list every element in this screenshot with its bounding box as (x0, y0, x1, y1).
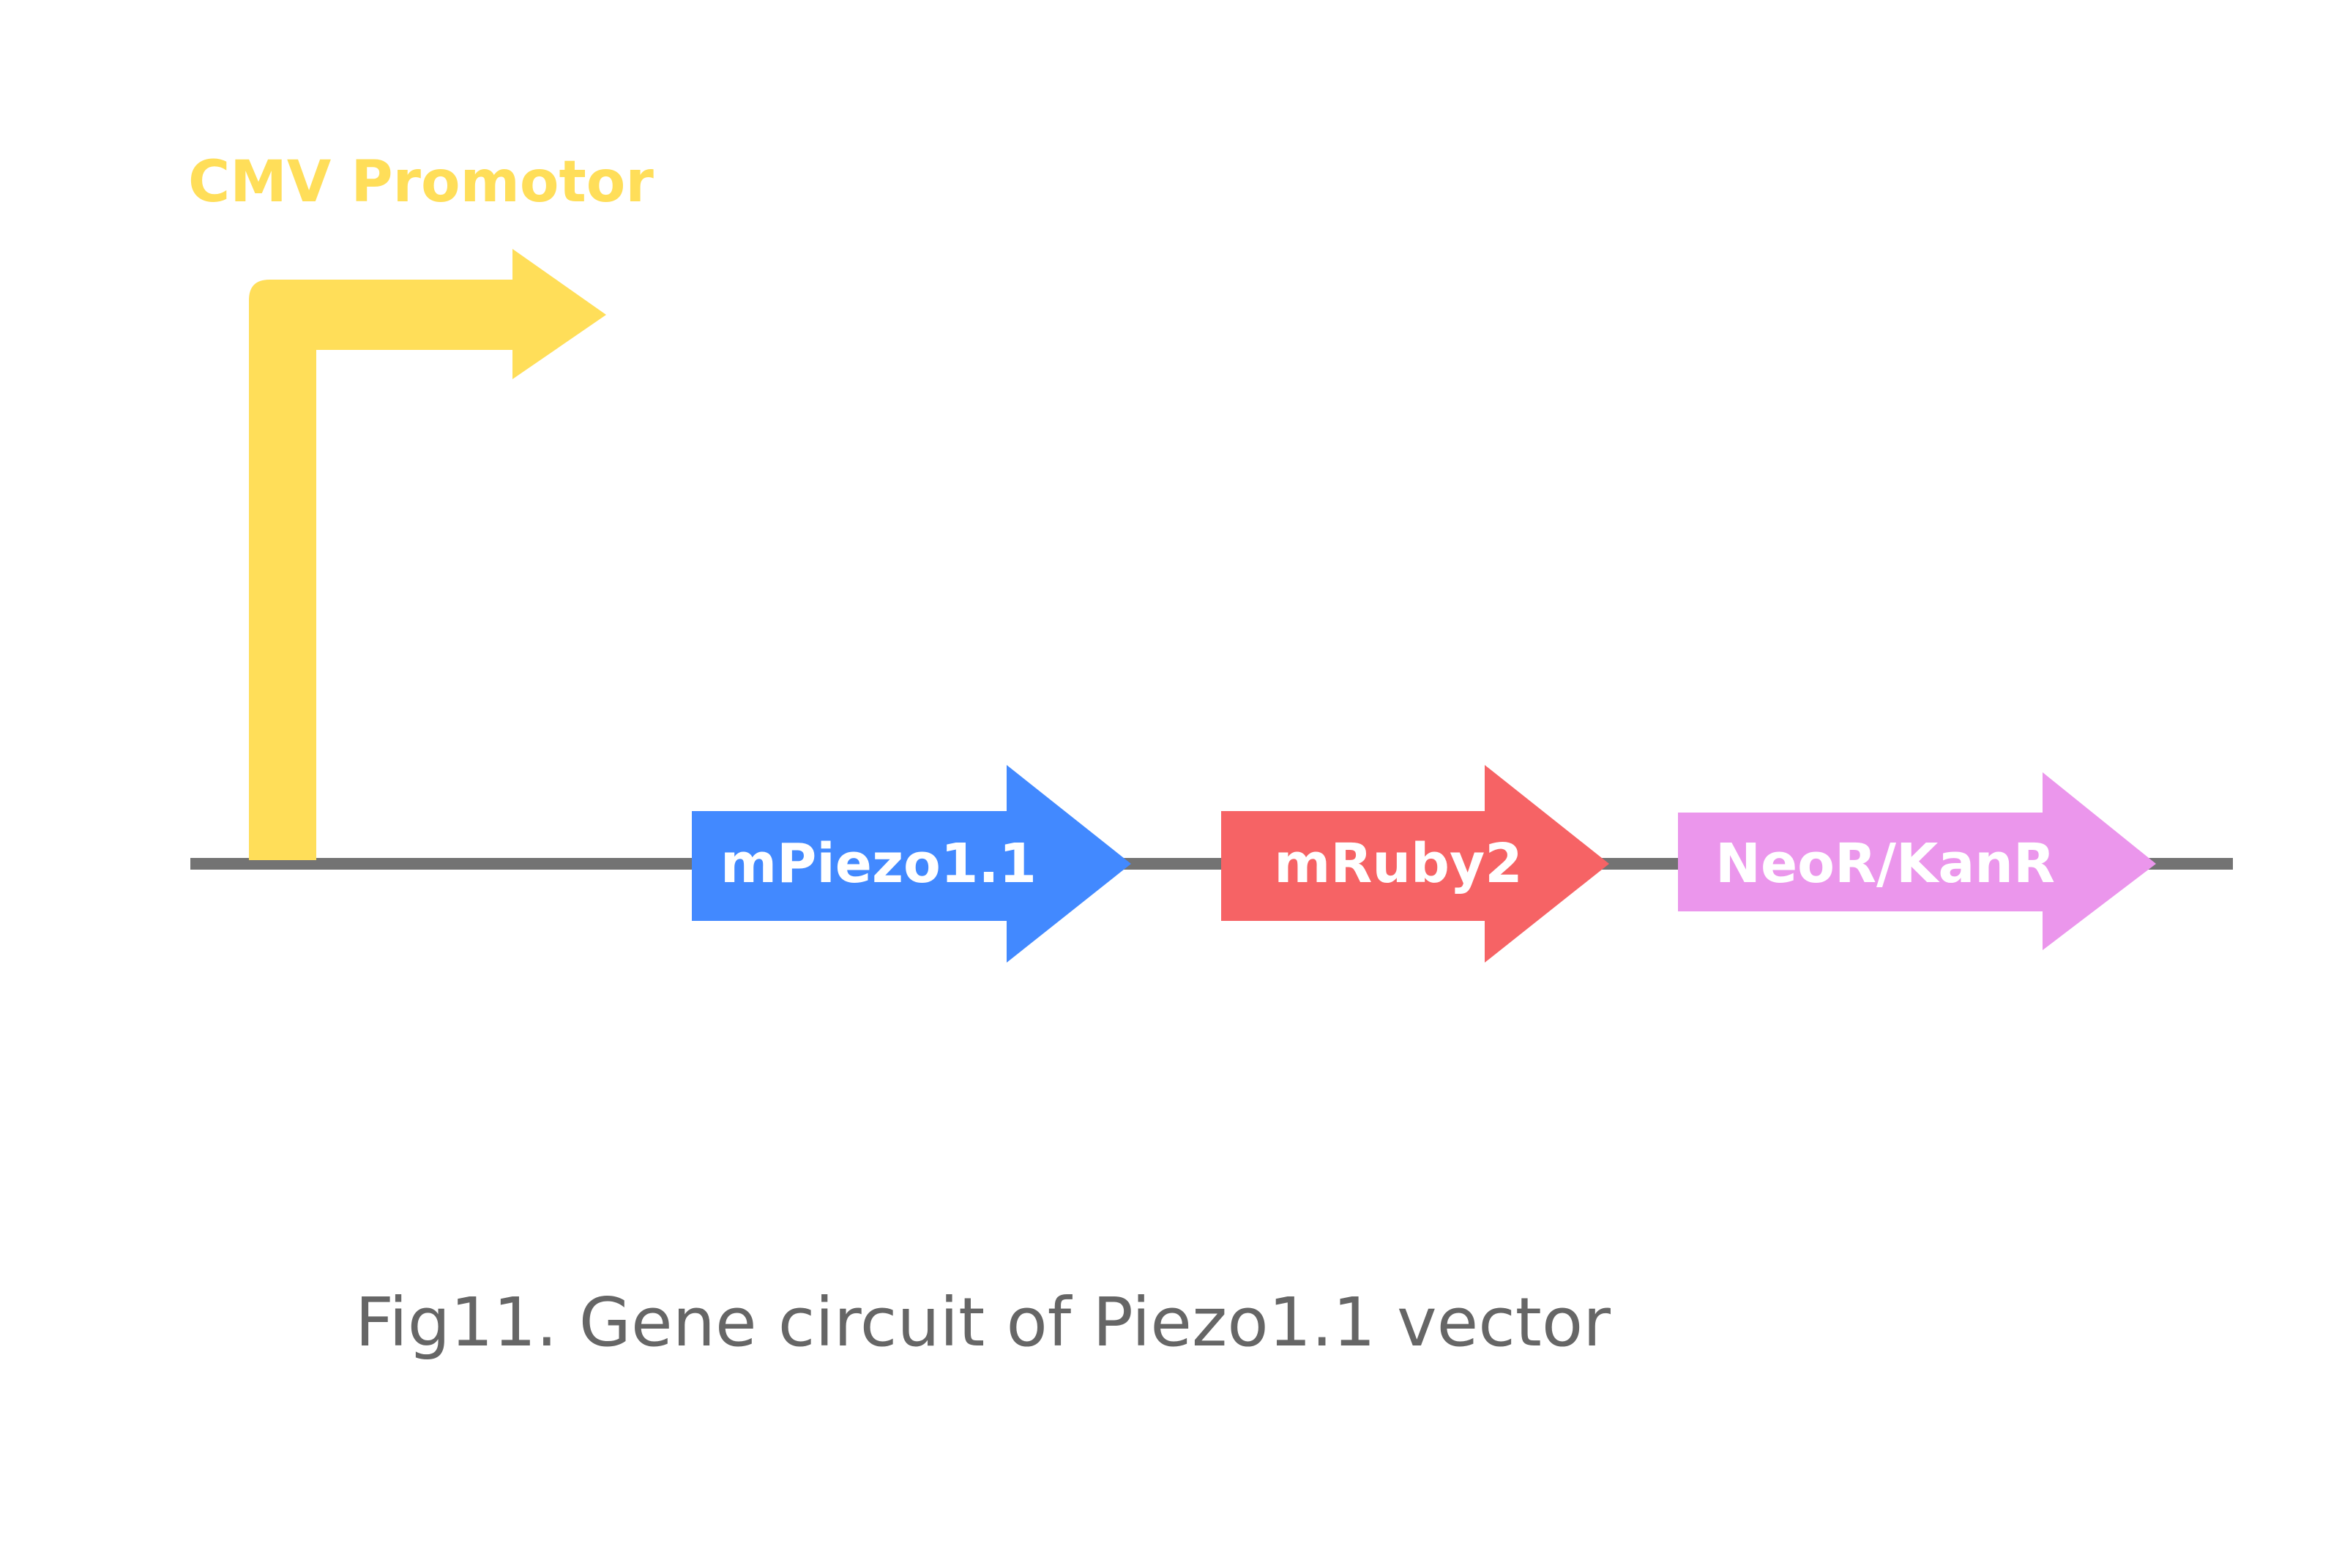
figure-caption: Fig11. Gene circuit of Piezo1.1 vector (355, 1283, 1611, 1362)
gene-arrow-neor-kanr: NeoR/KanR (1678, 772, 2156, 950)
gene-arrow-shape (692, 765, 1131, 963)
gene-arrow-mpiezo1-1: mPiezo1.1 (692, 765, 1131, 963)
gene-arrow-shape (1678, 772, 2156, 950)
cmv-promoter-arrow: CMV Promotor (188, 149, 654, 860)
promoter-bent-arrow-shape (249, 249, 606, 860)
gene-label: NeoR/KanR (1715, 832, 2055, 895)
gene-label: mRuby2 (1274, 832, 1522, 895)
gene-label: mPiezo1.1 (720, 832, 1037, 895)
gene-arrow-mruby2: mRuby2 (1221, 765, 1609, 963)
promoter-label: CMV Promotor (188, 149, 654, 215)
gene-arrow-shape (1221, 765, 1609, 963)
